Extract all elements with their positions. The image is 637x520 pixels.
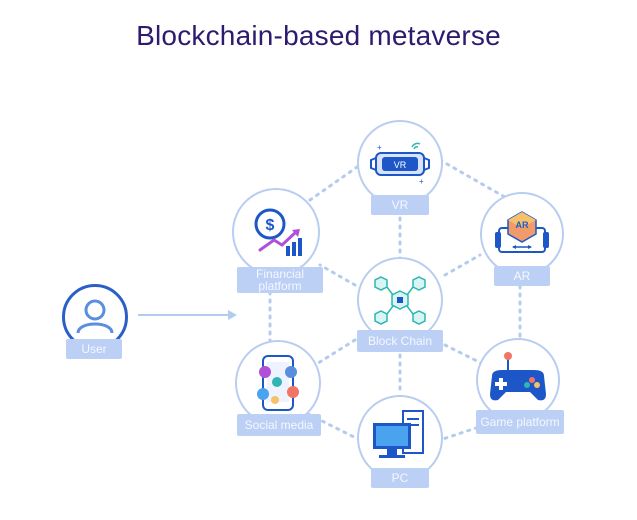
vr-headset-icon: VR + +	[370, 142, 430, 186]
svg-text:VR: VR	[394, 160, 407, 170]
ar-label: AR	[494, 266, 550, 286]
svg-text:$: $	[266, 217, 275, 234]
social-node	[235, 340, 321, 426]
connector-financial-vr	[308, 163, 362, 202]
vr-label: VR	[371, 195, 429, 215]
social-label: Social media	[237, 414, 321, 436]
game-node	[476, 338, 560, 422]
ar-node: AR	[480, 192, 564, 276]
ar-device-icon: AR	[495, 211, 549, 253]
pc-node	[357, 395, 443, 481]
blockchain-cubes-icon	[374, 276, 426, 325]
financial-label: Financial platform	[237, 267, 323, 293]
svg-text:AR: AR	[516, 220, 529, 230]
svg-text:+: +	[377, 143, 382, 152]
connector-center-ar	[443, 253, 482, 277]
desktop-computer-icon	[373, 410, 424, 458]
connector-center-game	[443, 343, 487, 367]
connector-center-financial	[318, 263, 357, 287]
dollar-chart-icon: $	[254, 208, 302, 256]
blockchain-label: Block Chain	[357, 330, 443, 352]
user-icon	[76, 299, 114, 334]
financial-node: $	[232, 188, 320, 276]
game-label: Game platform	[476, 410, 564, 434]
svg-text:+: +	[419, 177, 424, 186]
gamepad-icon	[490, 352, 546, 401]
blockchain-node	[357, 257, 443, 343]
diagram-title: Blockchain-based metaverse	[136, 20, 501, 51]
connector-center-social	[313, 338, 357, 367]
user-arrowhead	[228, 310, 237, 320]
phone-social-icon	[257, 355, 299, 411]
pc-label: PC	[371, 468, 429, 488]
user-label: User	[66, 339, 122, 359]
vr-node: VR + +	[357, 120, 443, 206]
connector-vr-ar	[438, 158, 512, 202]
